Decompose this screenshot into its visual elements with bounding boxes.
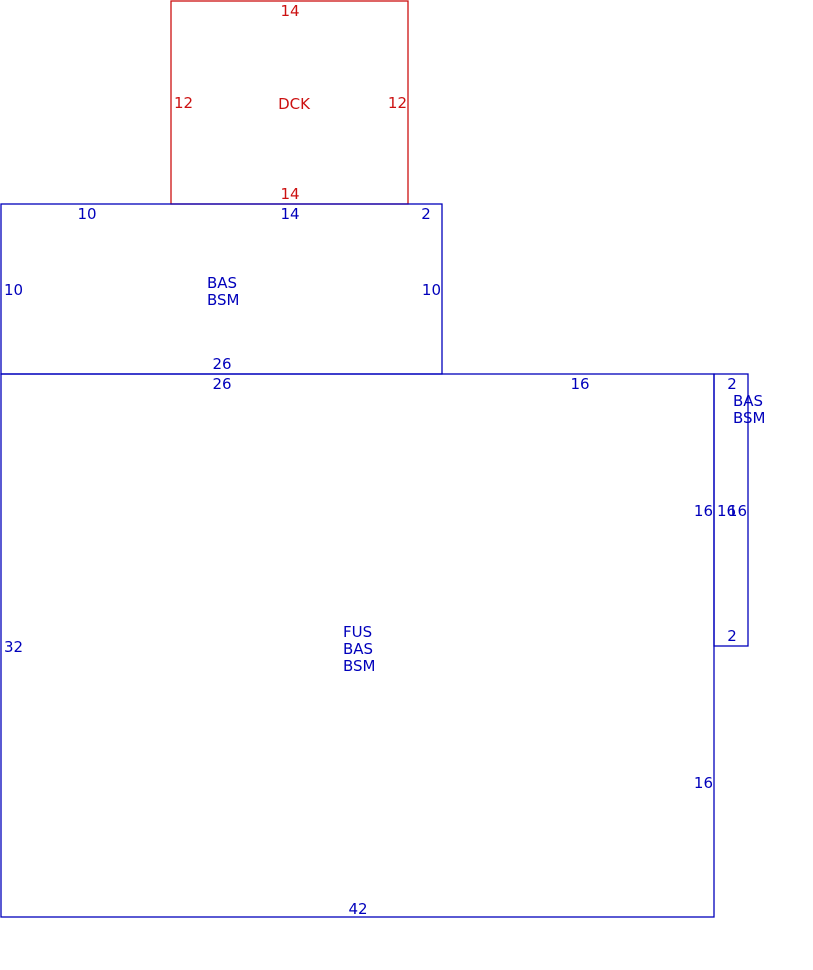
strip-bottom-dimension: 2	[727, 627, 737, 645]
main-area-code-2: BAS	[343, 640, 373, 658]
upper-left-dimension: 10	[4, 281, 23, 299]
main-area-code-3: BSM	[343, 657, 376, 675]
strip-right-dimension: 16	[728, 502, 747, 520]
upper-right-dimension: 10	[422, 281, 441, 299]
main-right-upper-dimension: 16	[694, 502, 713, 520]
deck-area-code: DCK	[278, 95, 311, 113]
side-strip-outline	[713, 373, 749, 647]
strip-area-code-1: BAS	[733, 392, 763, 410]
strip-top-dimension: 2	[727, 375, 737, 393]
main-top-left-dimension: 26	[212, 375, 231, 393]
deck-right-dimension: 12	[388, 94, 407, 112]
main-area-code-1: FUS	[343, 623, 372, 641]
upper-top-left-dimension: 10	[77, 205, 96, 223]
main-bottom-dimension: 42	[348, 900, 367, 918]
strip-area-code-2: BSM	[733, 409, 766, 427]
main-left-dimension: 32	[4, 638, 23, 656]
upper-top-mid-dimension: 14	[280, 205, 299, 223]
main-top-right-dimension: 16	[570, 375, 589, 393]
upper-bottom-dimension: 26	[212, 355, 231, 373]
upper-area-code-1: BAS	[207, 274, 237, 292]
upper-top-right-dimension: 2	[421, 205, 431, 223]
upper-area-code-2: BSM	[207, 291, 240, 309]
deck-bottom-dimension: 14	[280, 185, 299, 203]
deck-top-dimension: 14	[280, 2, 299, 20]
strip-left-dimension: 16	[717, 502, 736, 520]
main-right-lower-dimension: 16	[694, 774, 713, 792]
deck-left-dimension: 12	[174, 94, 193, 112]
